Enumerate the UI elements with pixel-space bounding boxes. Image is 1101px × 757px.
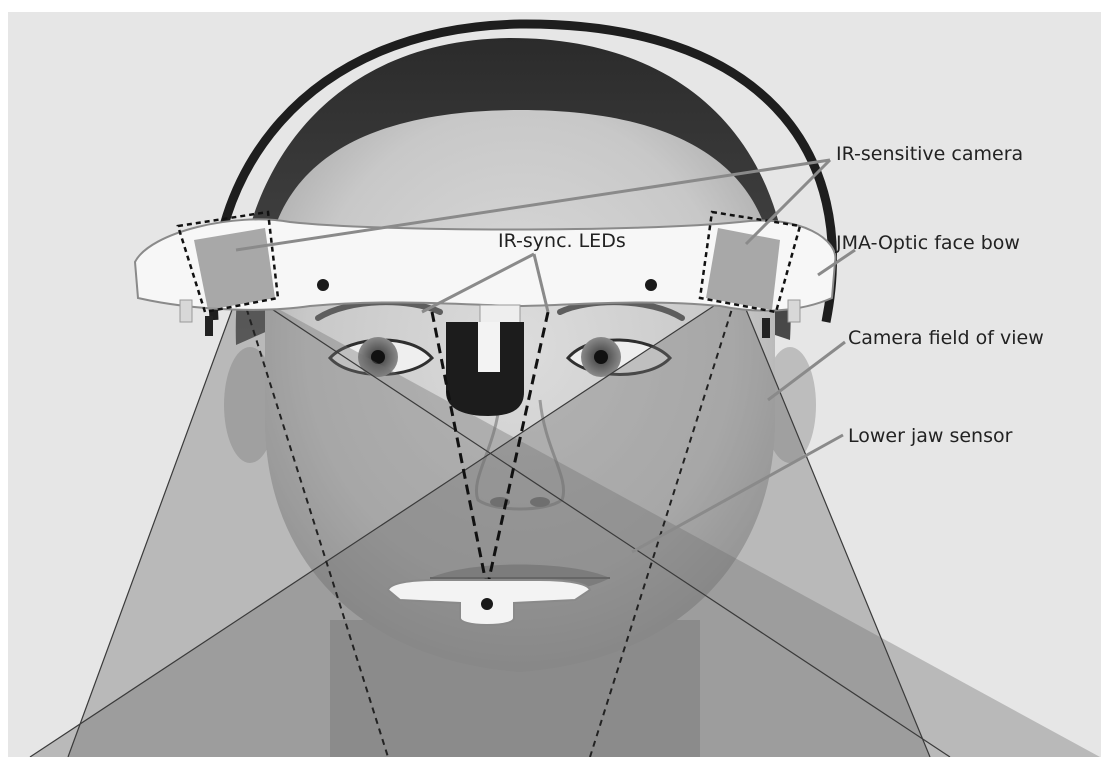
label-fov: Camera field of view [848, 327, 1044, 349]
left-camera-window [194, 228, 275, 310]
left-hinge [205, 316, 213, 336]
label-ir-leds: IR-sync. LEDs [498, 230, 626, 252]
jaw-sensor-marker [481, 598, 493, 610]
nose-support-slot [478, 322, 500, 372]
label-face-bow: JMA-Optic face bow [835, 232, 1020, 254]
right-led [645, 279, 657, 291]
right-camera-window [706, 228, 780, 310]
right-hinge [762, 318, 770, 338]
label-ir-camera: IR-sensitive camera [836, 143, 1023, 165]
left-led [317, 279, 329, 291]
face-bow-left-clip [180, 300, 192, 322]
label-jaw-sensor: Lower jaw sensor [848, 425, 1013, 447]
face-bow-right-clip [788, 300, 800, 322]
